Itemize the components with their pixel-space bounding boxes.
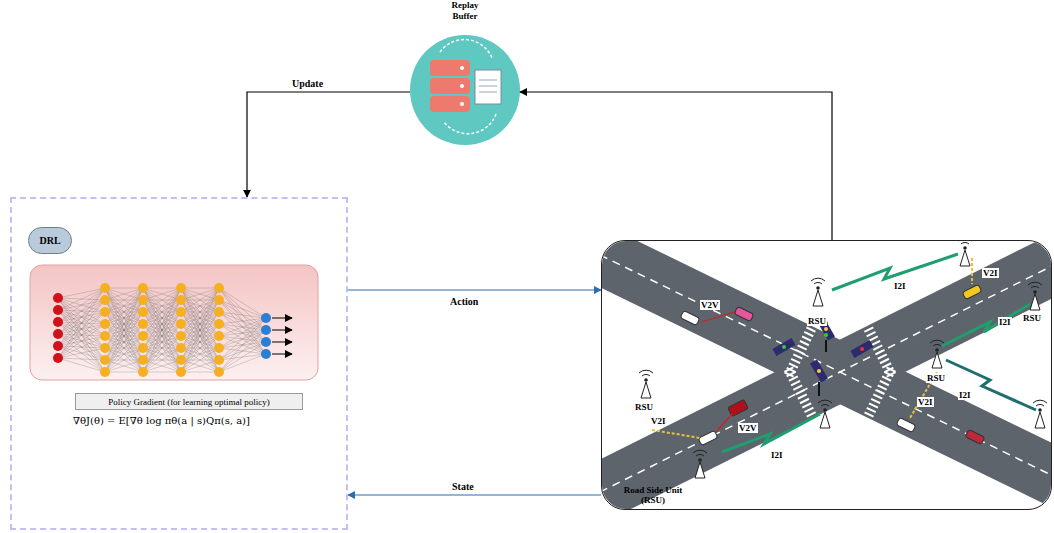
- badge-label: DRL: [39, 235, 60, 246]
- link-label: I2I: [998, 317, 1012, 327]
- link-label: I2I: [770, 450, 784, 460]
- rsu-caption: Road Side Unit (RSU): [618, 485, 688, 505]
- drl-badge: DRL: [28, 227, 72, 254]
- link-label: RSU: [926, 373, 946, 383]
- flow-arrow: [247, 92, 410, 197]
- flow-arrow: [348, 494, 601, 495]
- link-label: RSU: [1022, 313, 1042, 323]
- network-links: [58, 288, 266, 372]
- buffer-title: Replay Buffer: [438, 0, 492, 22]
- link-label: V2V: [700, 300, 720, 310]
- flow-arrow: [520, 92, 832, 240]
- network-panel: [30, 265, 318, 380]
- link-label: V2V: [738, 423, 758, 433]
- edge-label: State: [450, 481, 476, 493]
- policy-formula: ∇θJ(θ) = E[∇θ log πθ(a | s)Qπ(s, a)]: [73, 415, 250, 426]
- link-label: RSU: [634, 402, 654, 412]
- link-label: V2I: [650, 416, 667, 426]
- network-neurons: [53, 283, 292, 377]
- drl-panel: ∇θJ(θ) = E[∇θ log πθ(a | s)Qπ(s, a)] DRL P…: [10, 197, 348, 530]
- link-label: I2I: [958, 390, 972, 400]
- edge-label: Update: [290, 78, 325, 90]
- replay-buffer: Replay Buffer: [410, 0, 520, 145]
- link-label: I2I: [893, 281, 907, 291]
- policy-gradient-box: Policy Gradient (for learning optimal po…: [75, 393, 303, 410]
- environment-panel: Road Side Unit (RSU): [601, 240, 1052, 510]
- box-label: Policy Gradient (for learning optimal po…: [108, 397, 270, 407]
- flow-arrow: [348, 289, 601, 290]
- database-icon: [430, 40, 501, 134]
- link-label: V2I: [982, 268, 999, 278]
- intersection-illustration: [602, 241, 1051, 509]
- edge-label: Action: [448, 296, 480, 308]
- link-label: RSU: [807, 316, 827, 326]
- link-label: V2I: [917, 397, 934, 407]
- buffer-circle: [410, 35, 520, 145]
